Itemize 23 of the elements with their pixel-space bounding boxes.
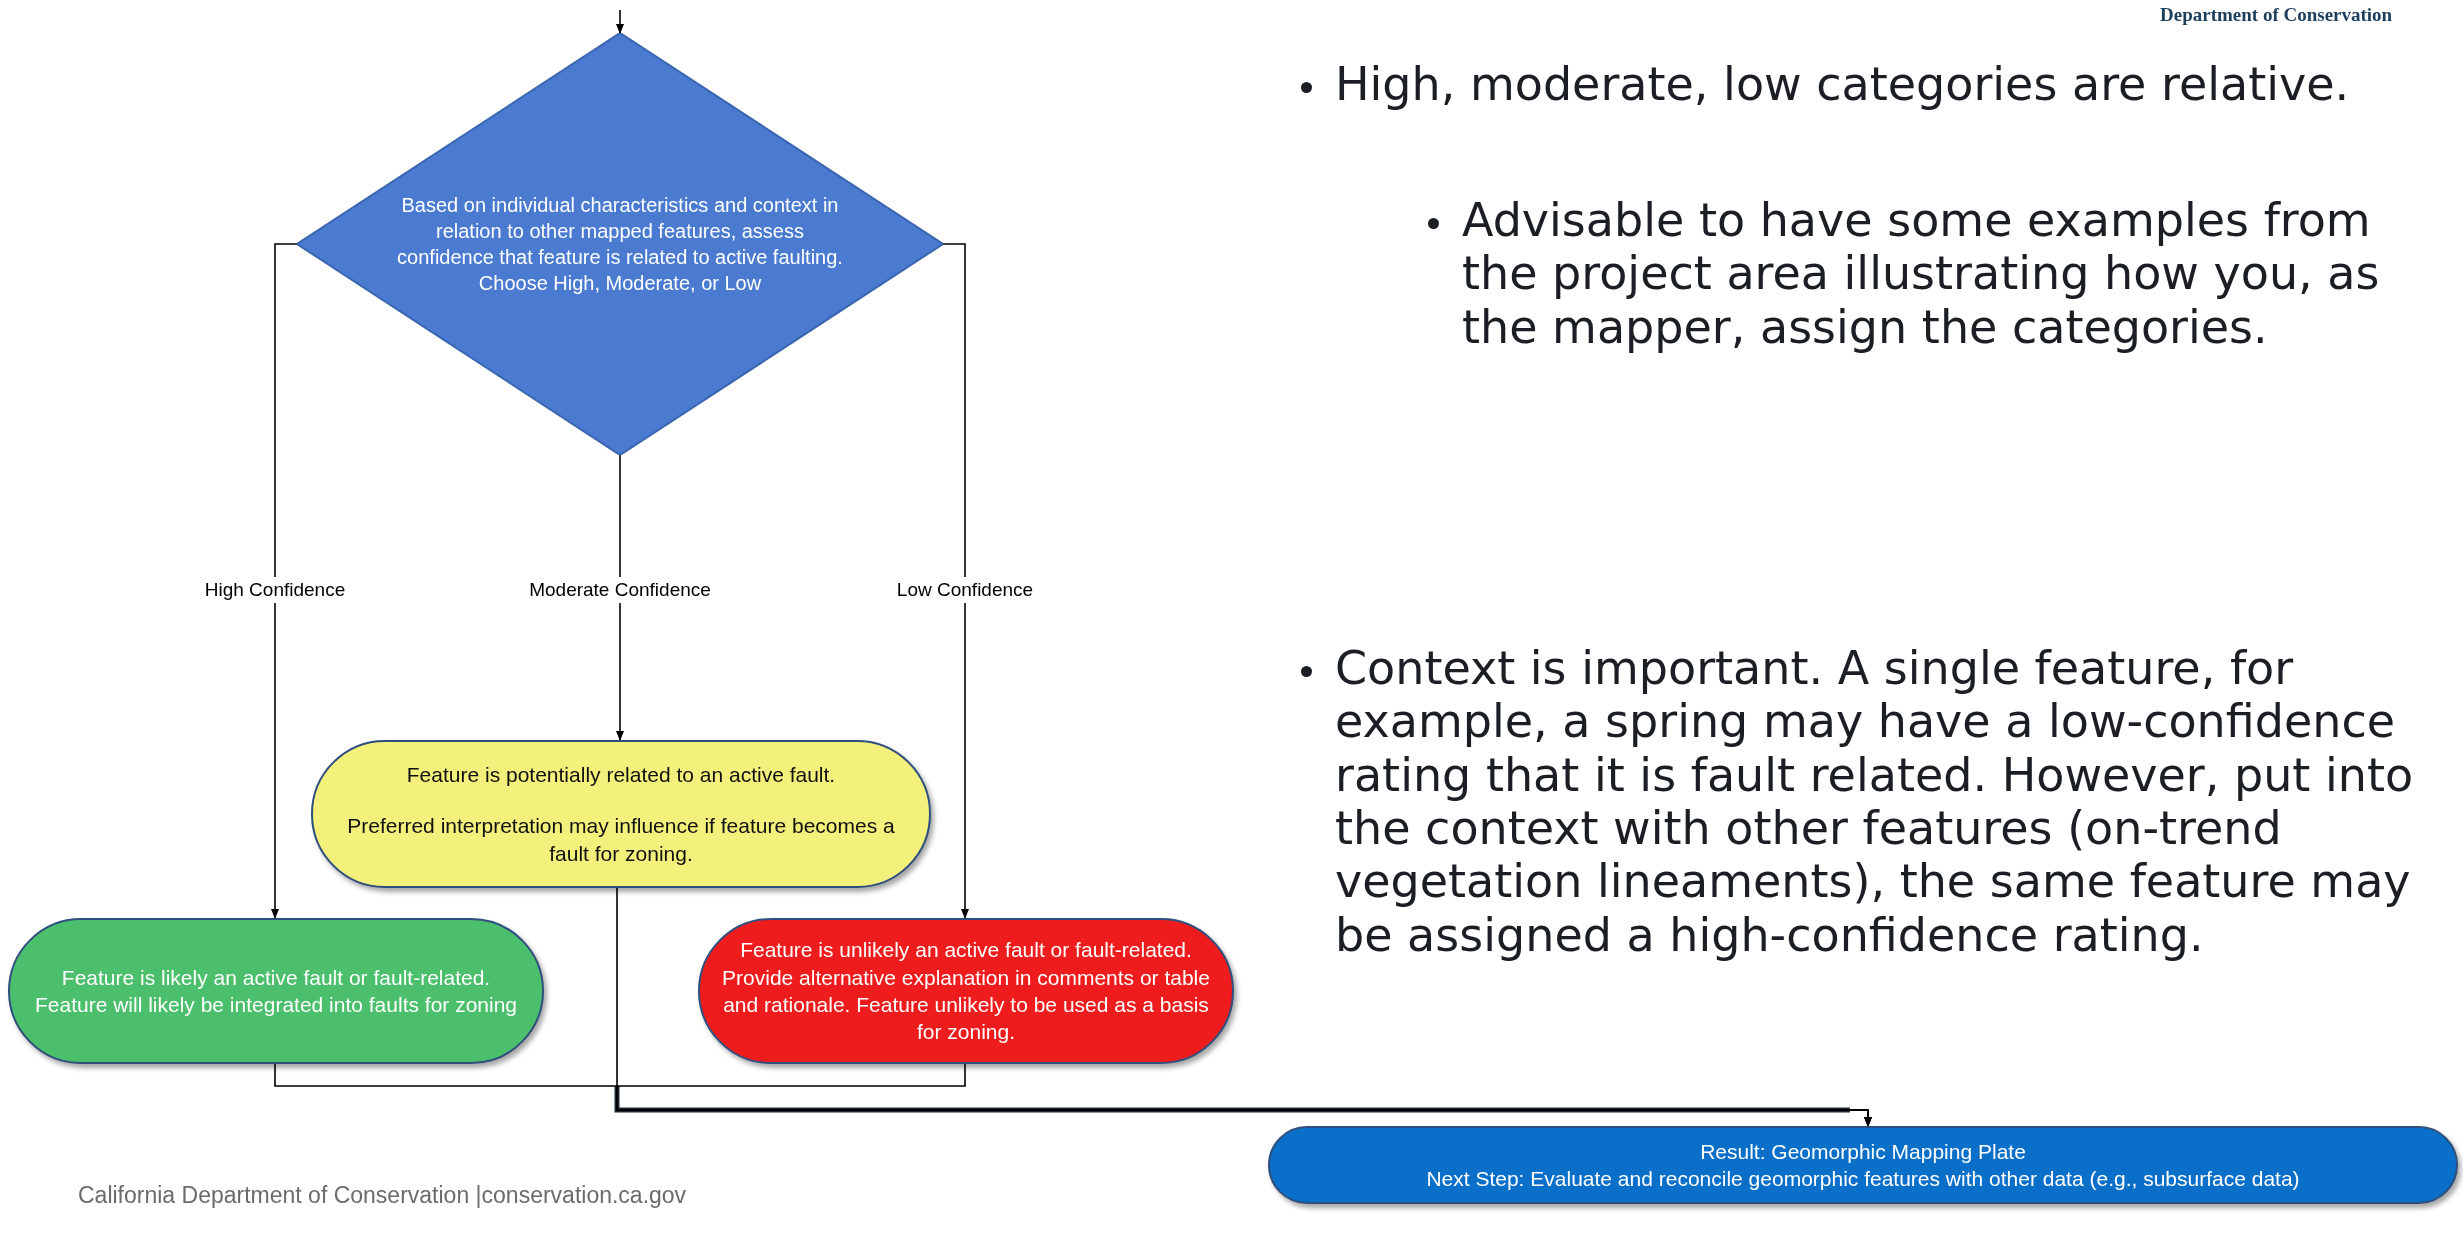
node-text: Feature is likely an active fault or fault-related. Feature will likely be integrated into faults for zoning: [33, 964, 519, 1018]
decision-diamond: [297, 33, 943, 455]
process-pill: [311, 740, 931, 888]
node-text: Based on individual characteristics and context in relation to other mapped features, assess confidence that feature is related to active faulting.: [396, 193, 844, 270]
bullet-text: Advisable to have some examples from the project area illustrating how you, as the mapper, assign the categories.: [1462, 194, 2381, 355]
node-text: Result: Geomorphic Mapping Plate: [1700, 1138, 2026, 1165]
outcome-pill: [8, 918, 544, 1064]
header-text: Department of Conservation: [2160, 4, 2394, 26]
connector-arrow: [271, 243, 298, 919]
node-subtext: Preferred interpretation may influence if feature becomes a fault for zoning.: [346, 813, 896, 867]
footer-text: California Department of Conservation |conservation.ca.gov: [78, 1182, 688, 1209]
connector-arrow: [942, 243, 969, 919]
bullet-text: High, moderate, low categories are relative.: [1335, 58, 2351, 112]
connector-arrow: [616, 9, 624, 34]
outcome-pill: [698, 918, 1234, 1064]
result-pill: [1268, 1126, 2458, 1204]
connector-arrow: [616, 1063, 1872, 1127]
node-text: Feature is unlikely an active fault or fault-related. Provide alternative explanation in comments or table and rationale. Feature unlikely to be used as a basis for zoning.: [722, 937, 1210, 1046]
bullet-text: Context is important. A single feature, for example, a spring may have a low-confidence rating that it is fault related. However, put into the context with other features (on-trend vegetation lineaments), the same feature may be assigned a high-confidence rating.: [1335, 642, 2415, 963]
node-subtext: Choose High, Moderate, or Low: [478, 271, 762, 296]
node-subtext: Next Step: Evaluate and reconcile geomorphic features with other data (e.g., subsurface data): [1426, 1166, 2300, 1192]
connector-arrow: [616, 454, 624, 741]
node-text: Feature is potentially related to an active fault.: [406, 762, 836, 789]
